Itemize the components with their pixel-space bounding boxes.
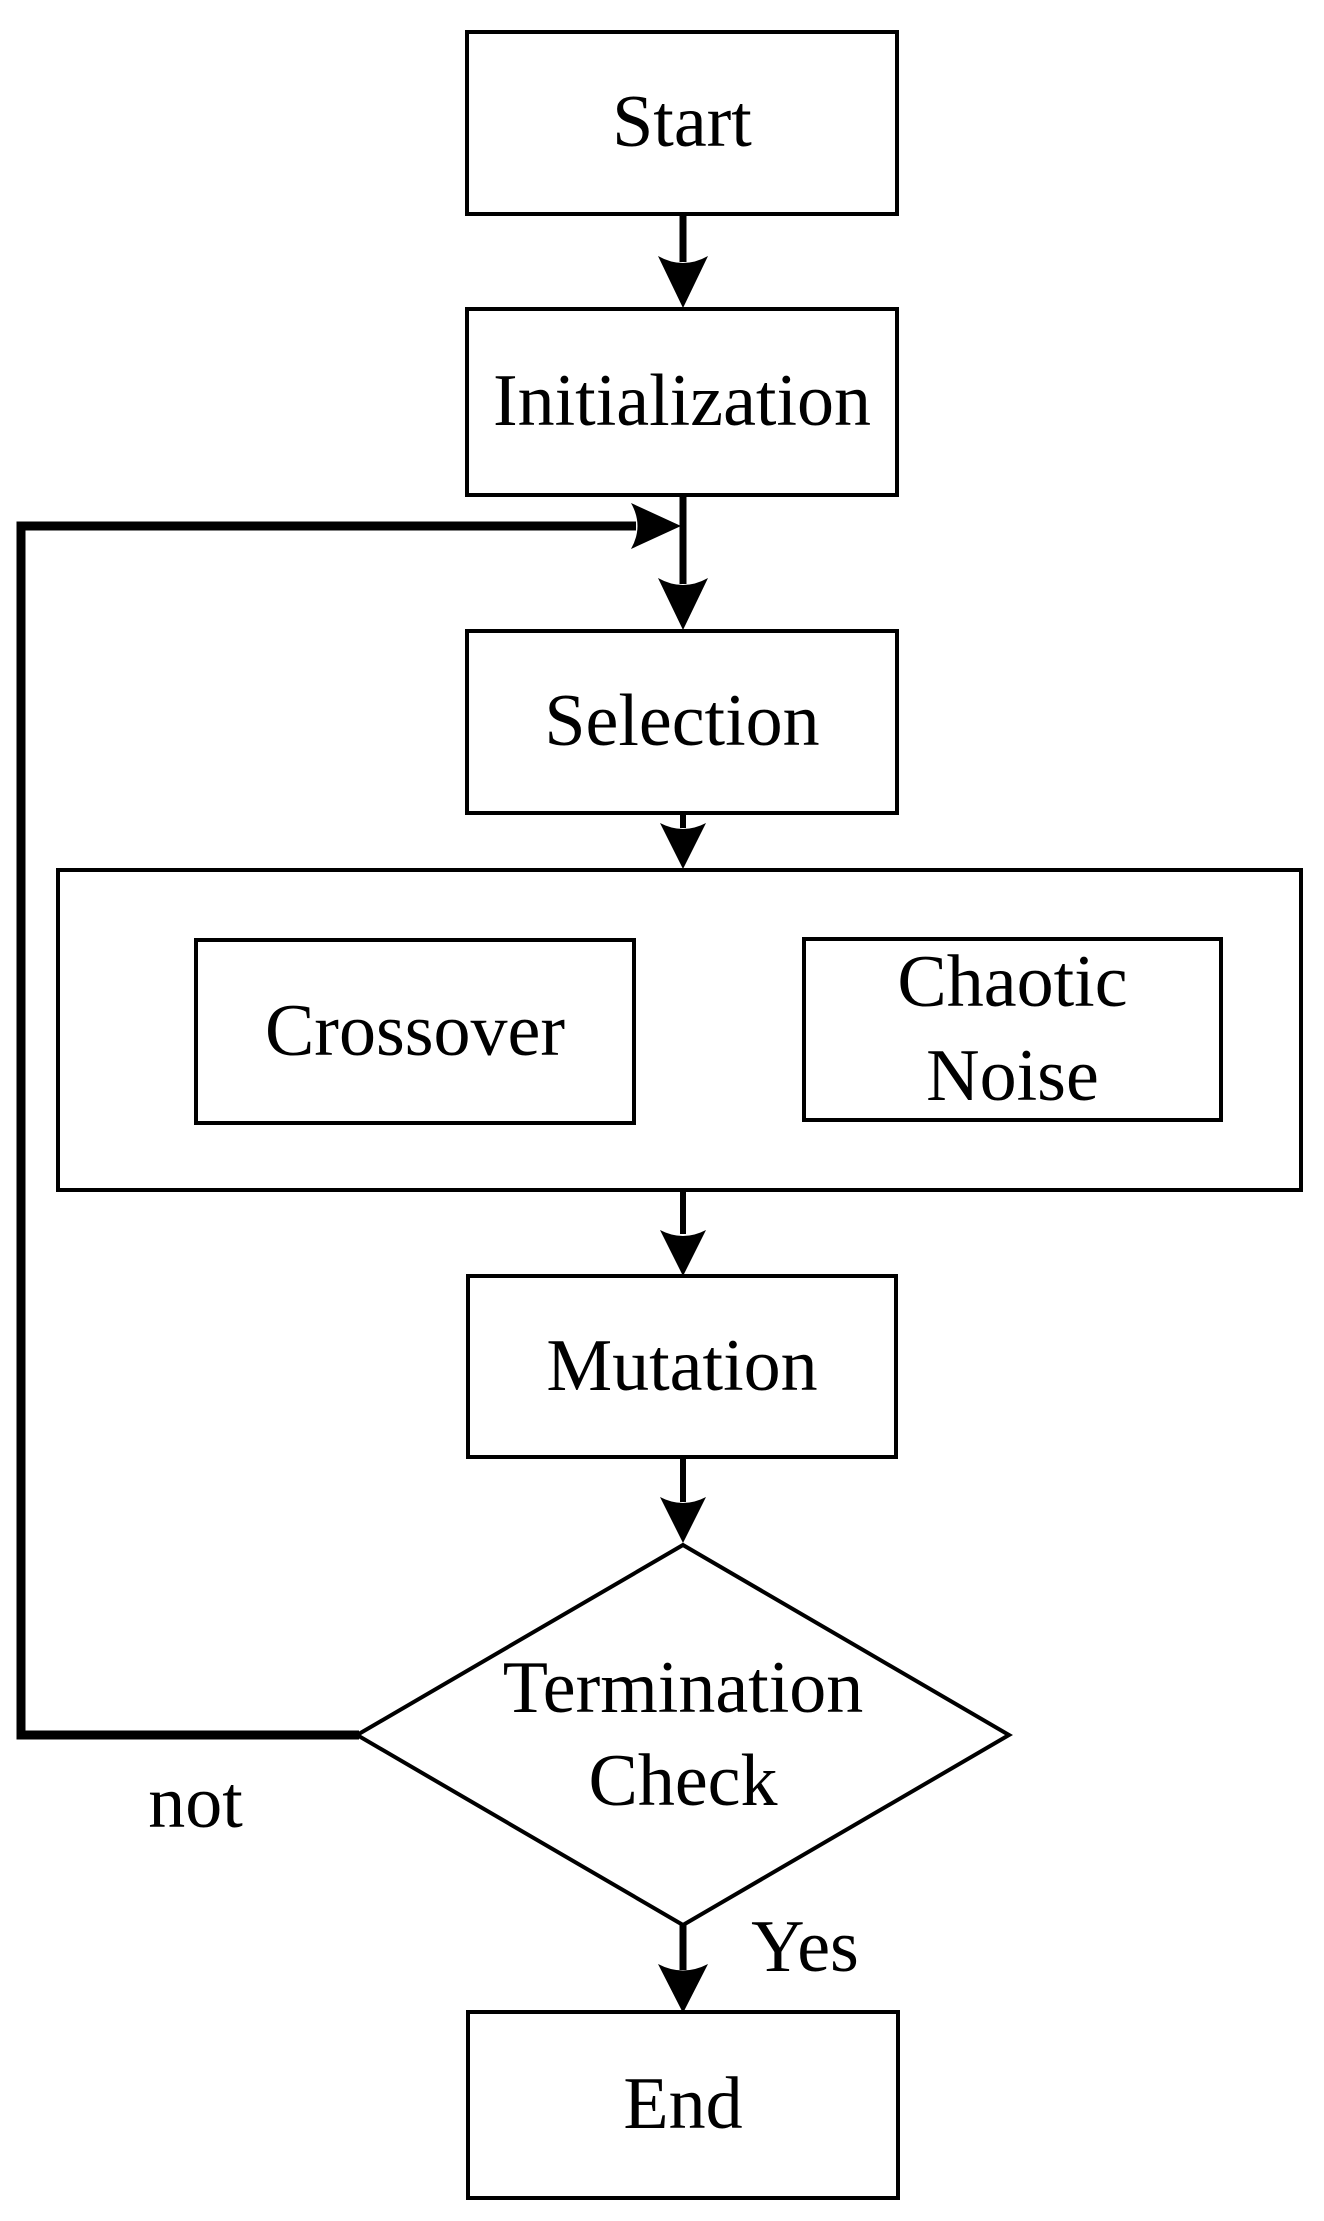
mutation-label: Mutation [546, 1324, 818, 1407]
yes-edge-label: Yes [751, 1906, 859, 1988]
edge-init-selection-arrowhead [658, 578, 708, 630]
chaotic-noise-label-line1: Chaotic [897, 941, 1128, 1024]
start-node: Start [465, 30, 899, 216]
end-node: End [466, 2010, 900, 2200]
edge-termination-end-arrowhead [658, 1964, 708, 2013]
selection-node: Selection [465, 629, 899, 815]
start-label: Start [612, 81, 752, 164]
chaotic-noise-node: Chaotic Noise [802, 937, 1223, 1122]
termination-check-label-line1: Termination [502, 1646, 864, 1729]
edge-start-init-arrowhead [658, 256, 708, 308]
initialization-label: Initialization [492, 360, 872, 443]
edge-mutation-termination-arrowhead [660, 1497, 706, 1543]
chaotic-noise-label-line2: Noise [926, 1034, 1099, 1117]
loop-not-edge-line [16, 521, 636, 1740]
termination-check-label-line2: Check [588, 1740, 778, 1822]
loop-merge-arrowhead [631, 503, 681, 549]
edge-group-mutation-arrowhead [660, 1230, 706, 1276]
termination-check-label: Termination Check [433, 1585, 933, 1885]
edge-selection-group-arrowhead [660, 823, 706, 869]
crossover-label: Crossover [264, 989, 566, 1072]
selection-label: Selection [544, 680, 820, 763]
mutation-node: Mutation [466, 1274, 898, 1459]
not-edge-label: not [148, 1762, 243, 1844]
initialization-node: Initialization [465, 307, 899, 497]
end-label: End [623, 2063, 743, 2146]
crossover-node: Crossover [194, 938, 636, 1125]
